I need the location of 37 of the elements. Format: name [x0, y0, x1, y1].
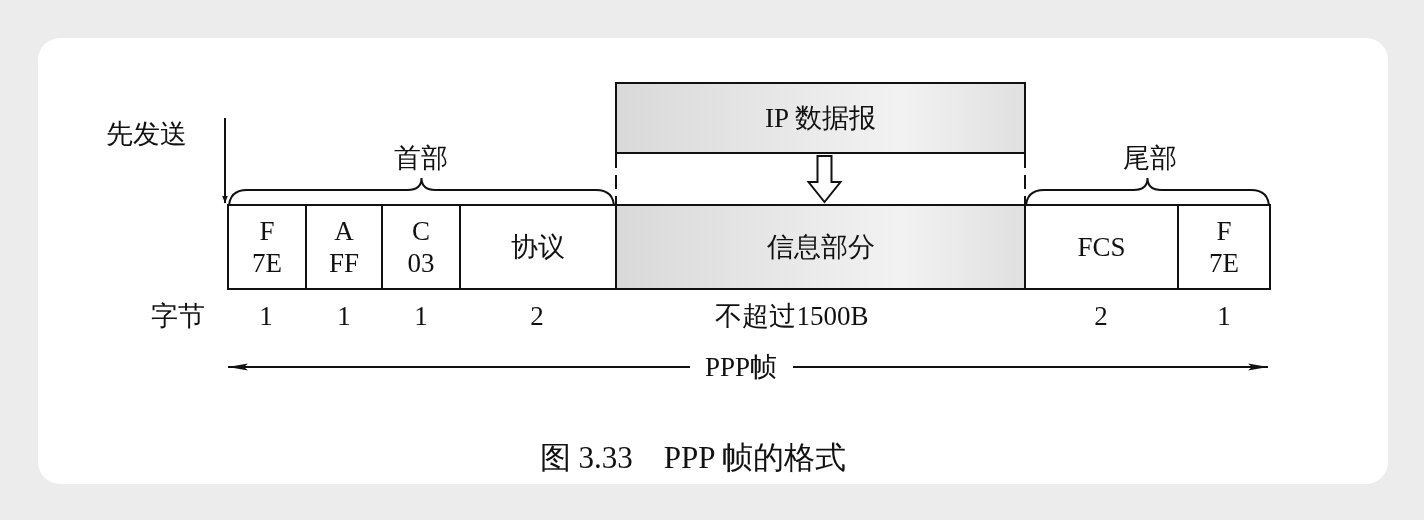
- dashed-line: [1024, 153, 1026, 205]
- row-label: 字节: [151, 300, 205, 333]
- field-name: C: [412, 214, 430, 247]
- byte-count: 2: [530, 300, 544, 332]
- field-name: F: [1216, 214, 1232, 247]
- arrow: [222, 117, 228, 204]
- field-label: FCS: [1077, 230, 1126, 264]
- field-value: 7E: [1209, 247, 1239, 280]
- frame-field: [381, 204, 461, 290]
- byte-count: 1: [259, 300, 273, 332]
- dashed-line: [615, 153, 617, 205]
- field-value: FF: [328, 247, 359, 280]
- frame-field: [459, 204, 617, 290]
- datagram-box: [615, 82, 1026, 154]
- byte-count: 1: [414, 300, 428, 332]
- byte-count: 1: [1217, 300, 1231, 332]
- field-label: IP 数据报: [765, 101, 876, 135]
- byte-count: 1: [337, 300, 351, 332]
- hollow-arrow: [806, 155, 843, 204]
- field-label: 信息部分: [766, 230, 875, 264]
- frame-field: [615, 204, 1026, 290]
- dimension-label: PPP帧: [704, 351, 778, 384]
- field-name: A: [334, 214, 354, 247]
- frame-field: [1024, 204, 1179, 290]
- field-value: 7E: [252, 247, 282, 280]
- bracket-label: 首部: [394, 142, 448, 175]
- frame-field: [227, 204, 307, 290]
- figure-caption: 图 3.33 PPP 帧的格式: [539, 439, 847, 477]
- note-text: 先发送: [106, 117, 187, 151]
- byte-count: 2: [1094, 300, 1108, 332]
- frame-field: [1177, 204, 1271, 290]
- field-value: 03: [407, 247, 435, 280]
- byte-count: 不超过1500B: [715, 300, 869, 333]
- field-name: F: [259, 214, 275, 247]
- bracket-label: 尾部: [1123, 142, 1177, 175]
- frame-field: [305, 204, 383, 290]
- field-label: 协议: [511, 230, 565, 264]
